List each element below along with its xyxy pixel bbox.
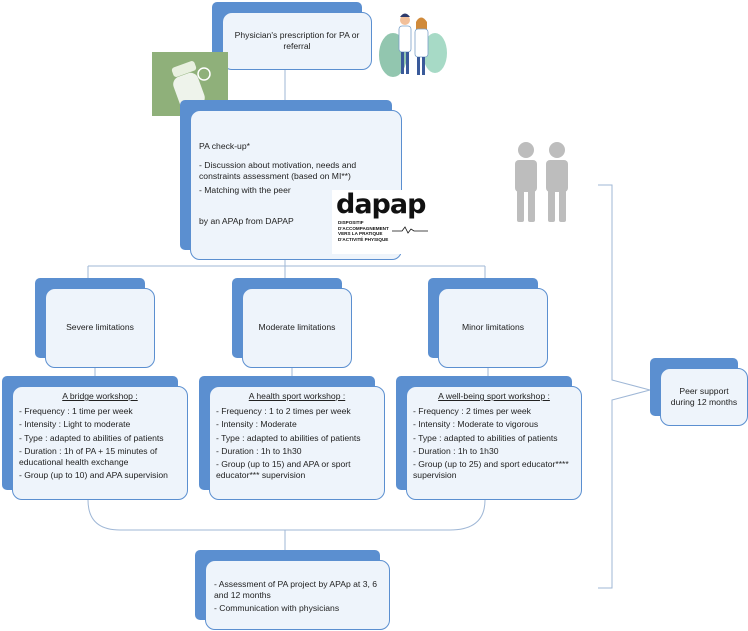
- doctors-illustration-icon: [379, 13, 447, 77]
- dapap-logo: dapap DISPOSITIF D'ACCOMPAGNEMENT VERS L…: [332, 190, 432, 254]
- workshop-item: - Frequency : 1 to 2 times per week: [216, 406, 351, 417]
- limitation-node-moderate: Moderate limitations: [232, 278, 352, 368]
- workshop-item: - Intensity : Light to moderate: [19, 419, 131, 430]
- assessment-line-2: - Communication with physicians: [214, 603, 340, 614]
- dapap-logo-tagline-1: DISPOSITIF: [338, 220, 364, 225]
- workshop-item: - Type : adapted to abilities of patient…: [413, 432, 558, 443]
- limitation-label-minor: Minor limitations: [461, 322, 525, 333]
- workshop-item: - Duration : 1h to 1h30: [413, 445, 499, 456]
- prescription-node: Physician's prescription for PA or refer…: [212, 2, 372, 70]
- workshop-item: - Type : adapted to abilities of patient…: [216, 432, 361, 443]
- workshop-item: - Frequency : 1 time per week: [19, 406, 133, 417]
- workshop-item: - Duration : 1h to 1h30: [216, 445, 302, 456]
- limitation-label-moderate: Moderate limitations: [258, 322, 336, 333]
- workshop-item: - Duration : 1h of PA + 15 minutes of ed…: [19, 445, 158, 467]
- limitation-node-severe: Severe limitations: [35, 278, 155, 368]
- limitation-box-moderate: Moderate limitations: [242, 288, 352, 368]
- peer-support-text: Peer support during 12 months: [670, 385, 738, 407]
- checkup-line-1: PA check-up*: [199, 141, 250, 151]
- prescription-text: Physician's prescription for PA or refer…: [234, 29, 360, 51]
- assessment-box: - Assessment of PA project by APAp at 3,…: [205, 560, 390, 630]
- checkup-line-2: - Discussion about motivation, needs and…: [199, 160, 357, 182]
- peer-support-node: Peer support during 12 months: [650, 358, 748, 426]
- limitation-label-severe: Severe limitations: [66, 322, 134, 333]
- workshop-item: - Group (up to 10) and APA supervision: [19, 470, 168, 481]
- workshop-title-bridge: A bridge workshop :: [62, 391, 138, 401]
- workshop-node-bridge: A bridge workshop : - Frequency : 1 time…: [2, 376, 188, 500]
- checkup-node: PA check-up* - Discussion about motivati…: [180, 100, 402, 260]
- limitation-box-severe: Severe limitations: [45, 288, 155, 368]
- limitation-node-minor: Minor limitations: [428, 278, 548, 368]
- workshop-item: - Frequency : 2 times per week: [413, 406, 531, 417]
- workshop-box-bridge: A bridge workshop : - Frequency : 1 time…: [12, 386, 188, 500]
- workshop-title-health: A health sport workshop :: [248, 391, 346, 401]
- two-people-icon: [515, 142, 568, 222]
- peer-support-box: Peer support during 12 months: [660, 368, 748, 426]
- prescription-box: Physician's prescription for PA or refer…: [222, 12, 372, 70]
- workshop-title-wellbeing: A well-being sport workshop :: [438, 391, 550, 401]
- assessment-line-1: - Assessment of PA project by APAp at 3,…: [214, 579, 378, 601]
- checkup-line-3: - Matching with the peer: [199, 184, 291, 195]
- workshop-item: - Group (up to 15) and APA or sport educ…: [216, 458, 351, 481]
- workshop-item: - Group (up to 25) and sport educator***…: [413, 458, 569, 481]
- workshop-item: - Intensity : Moderate to vigorous: [413, 419, 539, 430]
- workshop-box-health: A health sport workshop : - Frequency : …: [209, 386, 385, 500]
- assessment-node: - Assessment of PA project by APAp at 3,…: [195, 550, 390, 630]
- workshop-item: - Intensity : Moderate: [216, 419, 297, 430]
- checkup-line-4: by an APAp from DAPAP: [199, 215, 294, 226]
- workshop-box-wellbeing: A well-being sport workshop : - Frequenc…: [406, 386, 582, 500]
- dapap-logo-tagline-4: D'ACTIVITÉ PHYSIQUE: [338, 236, 389, 242]
- dapap-logo-tagline-3: VERS LA PRATIQUE: [338, 231, 383, 237]
- heartbeat-line-icon: [392, 226, 428, 234]
- workshop-item: - Type : adapted to abilities of patient…: [19, 432, 164, 443]
- dapap-logo-word: dapap: [336, 189, 426, 220]
- workshop-node-wellbeing: A well-being sport workshop : - Frequenc…: [396, 376, 582, 500]
- workshop-node-health: A health sport workshop : - Frequency : …: [199, 376, 385, 500]
- limitation-box-minor: Minor limitations: [438, 288, 548, 368]
- dapap-logo-tagline-2: D'ACCOMPAGNEMENT: [338, 225, 389, 231]
